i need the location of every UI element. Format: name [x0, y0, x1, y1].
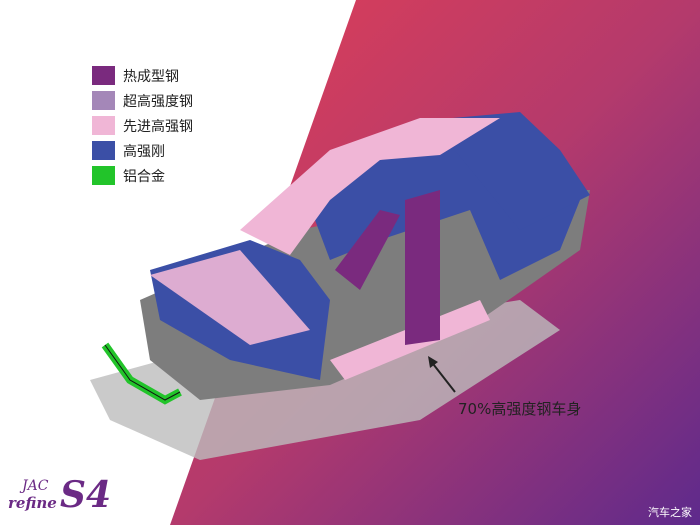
callout-arrow [429, 359, 456, 393]
car-body-illustration [101, 112, 590, 405]
legend-item-advanced-high-strength-steel: 先进高强钢 [92, 116, 193, 135]
logo-model: S4 [60, 474, 112, 516]
legend-swatch [92, 91, 115, 110]
logo-sub: refine [8, 494, 57, 512]
legend-swatch [92, 116, 115, 135]
legend-swatch [92, 166, 115, 185]
legend-item-high-strength-steel: 高强刚 [92, 141, 193, 160]
legend-item-ultra-high-strength-steel: 超高强度钢 [92, 91, 193, 110]
legend-label: 先进高强钢 [123, 118, 193, 135]
legend-label: 铝合金 [123, 168, 165, 185]
legend-swatch [92, 141, 115, 160]
legend: 热成型钢 超高强度钢 先进高强钢 高强刚 铝合金 [92, 66, 193, 191]
legend-swatch [92, 66, 115, 85]
watermark: 汽车之家 [648, 506, 692, 519]
legend-label: 超高强度钢 [123, 93, 193, 110]
legend-item-hot-formed-steel: 热成型钢 [92, 66, 193, 85]
logo-brand: JAC [22, 478, 49, 494]
legend-label: 高强刚 [123, 143, 165, 160]
legend-label: 热成型钢 [123, 68, 179, 85]
callout-label: 70%高强度钢车身 [458, 400, 582, 418]
legend-item-aluminium-alloy: 铝合金 [92, 166, 193, 185]
